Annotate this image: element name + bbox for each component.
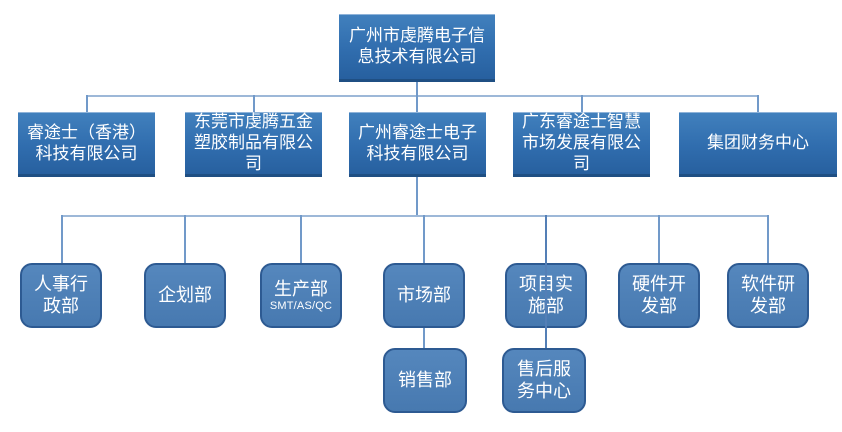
connector-line [423, 328, 425, 348]
connector-line [86, 95, 759, 97]
org-node-label: 生产部 [274, 278, 328, 299]
org-node-hr-admin-dept: 人事行 政部 [20, 263, 102, 328]
connector-line [416, 177, 418, 216]
connector-line [767, 215, 769, 263]
org-node-sublabel: SMT/AS/QC [269, 300, 333, 313]
org-node-planning-dept: 企划部 [144, 263, 226, 328]
org-node-software-dev-dept: 软件研 发部 [727, 263, 809, 328]
connector-line [61, 215, 768, 217]
org-node-hardware-dev-dept: 硬件开 发部 [618, 263, 700, 328]
connector-line [416, 95, 418, 112]
connector-line [423, 215, 425, 263]
org-node-production-dept: 生产部 SMT/AS/QC [260, 263, 342, 328]
connector-line [545, 215, 547, 348]
org-node-subsidiary-guangdong: 广东睿途士智慧 市场发展有限公 司 [513, 112, 650, 177]
connector-line [658, 215, 660, 263]
org-node-marketing-dept: 市场部 [383, 263, 465, 328]
org-node-headquarters: 广州市虔腾电子信 息技术有限公司 [339, 14, 495, 82]
org-node-subsidiary-guangzhou: 广州睿途士电子 科技有限公司 [349, 112, 486, 177]
org-node-subsidiary-dongguan: 东莞市虔腾五金 塑胶制品有限公 司 [185, 112, 322, 177]
connector-line [581, 95, 583, 112]
connector-line [61, 215, 63, 263]
connector-line [184, 215, 186, 263]
connector-line [300, 215, 302, 263]
org-node-finance-center: 集团财务中心 [679, 112, 837, 177]
connector-line [86, 95, 88, 112]
org-node-sales-dept: 销售部 [383, 348, 467, 413]
connector-line [757, 95, 759, 112]
org-node-after-sales-center: 售后服 务中心 [502, 348, 586, 413]
connector-line [253, 95, 255, 112]
org-node-subsidiary-hk: 睿途士（香港） 科技有限公司 [18, 112, 155, 177]
connector-line [416, 82, 418, 96]
